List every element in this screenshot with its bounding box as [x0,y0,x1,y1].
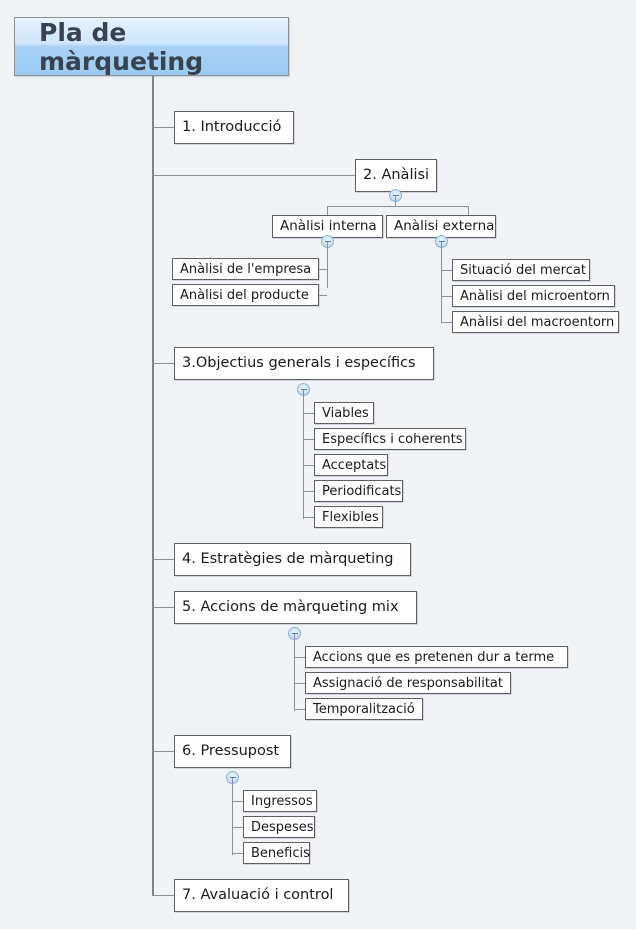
node-label: Anàlisi del producte [180,287,309,303]
connector-objectius-stem [303,390,304,519]
connector-objectius-child-3 [303,465,314,466]
connector-objectius-child-4 [303,491,314,492]
node-label: Accions que es pretenen dur a terme [313,649,555,665]
connector-analisi-stem [395,196,396,206]
connector-pressupost-child-2 [232,827,243,828]
node-label: 1. Introducció [182,119,282,136]
node-accions-pretenen[interactable]: Accions que es pretenen dur a terme [305,646,568,668]
node-label: Temporalització [313,701,415,717]
trunk-line [152,76,154,896]
connector-externa-child-3 [441,322,452,323]
node-label: Despeses [251,819,314,835]
node-analisi-producte[interactable]: Anàlisi del producte [172,284,319,306]
node-label: Anàlisi de l'empresa [180,261,312,277]
connector-branch-5 [153,607,174,608]
node-label: Específics i coherents [322,431,463,447]
connector-branch-2 [153,175,355,176]
connector-accions-child-3 [294,709,305,710]
root-label: Pla de màrqueting [39,17,204,76]
node-label: 2. Anàlisi [363,167,430,184]
connector-branch-1 [153,127,174,128]
connector-accions-child-2 [294,683,305,684]
node-accions-mix[interactable]: 5. Accions de màrqueting mix [174,591,417,624]
root-node[interactable]: Pla de màrqueting [14,17,289,76]
collapse-minus-icon-accions-mix[interactable] [288,627,301,640]
node-situacio-mercat[interactable]: Situació del mercat [452,259,590,281]
node-label: 5. Accions de màrqueting mix [182,599,399,616]
node-introduccio[interactable]: 1. Introducció [174,111,294,144]
node-ingressos[interactable]: Ingressos [243,790,317,812]
node-analisi[interactable]: 2. Anàlisi [355,159,437,192]
connector-pressupost-child-3 [232,853,243,854]
connector-analisi-bar [327,206,468,207]
node-objectius[interactable]: 3.Objectius generals i específics [174,347,434,380]
node-label: 7. Avaluació i control [182,887,334,904]
connector-branch-4 [153,559,174,560]
connector-pressupost-stem [232,778,233,855]
node-analisi-microentorn[interactable]: Anàlisi del microentorn [452,285,615,307]
node-temporalitzacio[interactable]: Temporalització [305,698,423,720]
node-periodificats[interactable]: Periodificats [314,480,403,502]
connector-pressupost-child-1 [232,801,243,802]
node-label: 6. Pressupost [182,743,280,760]
connector-interna-child-1 [318,269,327,270]
node-flexibles[interactable]: Flexibles [314,506,383,528]
node-despeses[interactable]: Despeses [243,816,315,838]
node-avaluacio-control[interactable]: 7. Avaluació i control [174,879,349,912]
node-acceptats[interactable]: Acceptats [314,454,388,476]
connector-analisi-interna-drop [327,206,328,216]
node-label: Periodificats [322,483,402,499]
connector-analisi-externa-drop [468,206,469,216]
node-label: Anàlisi del macroentorn [460,314,615,330]
node-estrategies[interactable]: 4. Estratègies de màrqueting [174,543,411,576]
connector-objectius-child-5 [303,517,314,518]
node-label: Situació del mercat [460,262,586,278]
connector-interna-stem [327,242,328,288]
node-label: Beneficis [251,845,310,861]
connector-branch-3 [153,363,174,364]
node-label: Anàlisi del microentorn [460,288,610,304]
node-label: Acceptats [322,457,387,473]
connector-externa-stem [441,242,442,322]
node-viables[interactable]: Viables [314,402,374,424]
connector-accions-stem [294,634,295,711]
connector-objectius-child-1 [303,413,314,414]
connector-externa-child-1 [441,270,452,271]
node-label: 4. Estratègies de màrqueting [182,551,394,568]
node-beneficis[interactable]: Beneficis [243,842,310,864]
connector-externa-child-2 [441,296,452,297]
connector-accions-child-1 [294,657,305,658]
node-label: 3.Objectius generals i específics [182,355,416,372]
node-assignacio-responsabilitat[interactable]: Assignació de responsabilitat [305,672,511,694]
node-analisi-macroentorn[interactable]: Anàlisi del macroentorn [452,311,619,333]
node-label: Anàlisi externa [394,217,495,234]
node-label: Ingressos [251,793,313,809]
node-especifics-coherents[interactable]: Específics i coherents [314,428,466,450]
connector-branch-6 [153,751,174,752]
node-label: Anàlisi interna [280,217,377,234]
connector-interna-child-2 [318,295,327,296]
node-label: Viables [322,405,369,421]
node-pressupost[interactable]: 6. Pressupost [174,735,291,768]
connector-branch-7 [153,895,174,896]
node-label: Assignació de responsabilitat [313,675,503,691]
connector-objectius-child-2 [303,439,314,440]
node-label: Flexibles [322,509,379,525]
node-analisi-empresa[interactable]: Anàlisi de l'empresa [172,258,319,280]
